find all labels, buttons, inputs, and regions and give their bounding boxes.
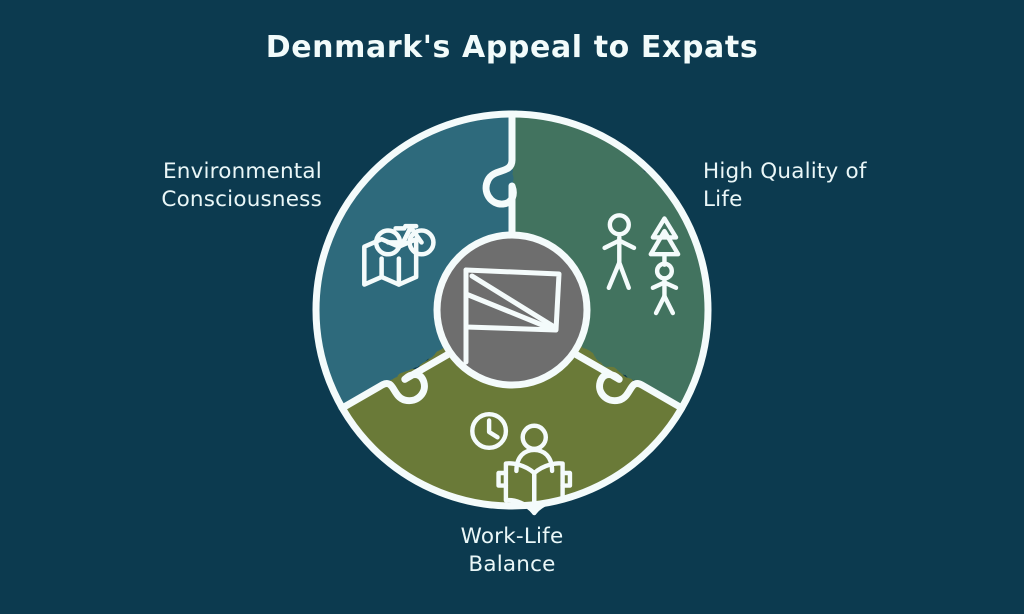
puzzle-outlines xyxy=(312,110,712,510)
segment-label-line-2: Consciousness xyxy=(161,187,322,213)
segment-label-work-life-balance: Work-Life Balance xyxy=(362,523,662,580)
divider-top xyxy=(482,110,517,239)
divider-lower-right xyxy=(573,351,686,412)
bicycle-map-icon xyxy=(362,223,436,287)
puzzle-circle-diagram xyxy=(312,110,712,516)
segment-label-environmental-consciousness: Environmental Consciousness xyxy=(60,158,322,215)
segment-label-line-1: High Quality of xyxy=(703,159,867,184)
segment-label-line-2: Balance xyxy=(468,552,556,578)
clock-reader-icon xyxy=(470,411,573,516)
family-tree-icon xyxy=(602,213,681,316)
page-title: Denmark's Appeal to Expats xyxy=(265,30,759,65)
puzzle-segments xyxy=(316,114,708,506)
puzzle-segment-work-life-balance[interactable] xyxy=(342,310,682,506)
segment-label-high-quality-of-life: High Quality of Life xyxy=(703,158,965,215)
divider-lower-left xyxy=(338,351,451,412)
center-hub[interactable] xyxy=(433,231,591,389)
segment-label-line-1: Work-Life xyxy=(460,524,564,549)
flag-icon xyxy=(463,267,562,365)
segment-label-line-2: Life xyxy=(703,187,743,213)
center-circle xyxy=(433,231,591,389)
segment-label-line-1: Environmental xyxy=(162,159,322,184)
